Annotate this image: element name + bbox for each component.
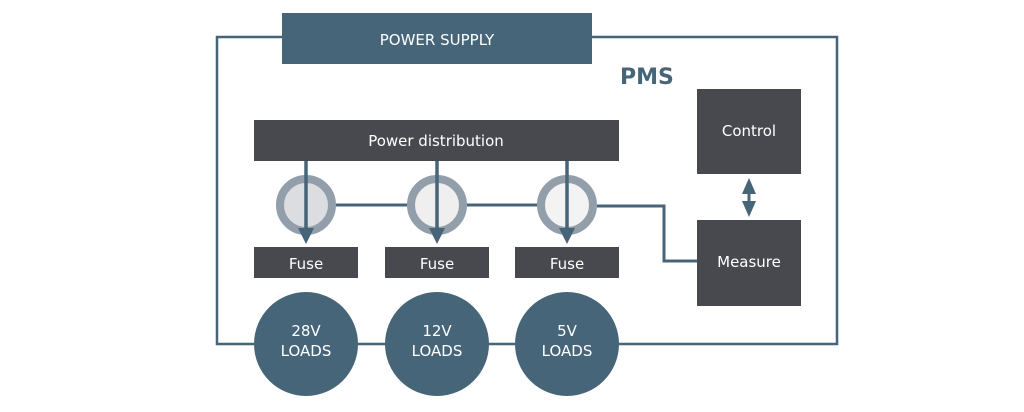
load-5v-voltage: 5V <box>557 322 578 340</box>
load-12v-voltage: 12V <box>422 322 452 340</box>
supply-bus-line <box>215 35 282 346</box>
power-supply-label: POWER SUPPLY <box>380 31 495 49</box>
fuse-1: Fuse <box>254 247 358 278</box>
fuse-3: Fuse <box>515 247 619 278</box>
power-distribution-label: Power distribution <box>368 132 504 150</box>
feed-arrow-2 <box>429 161 445 244</box>
load-5v-label: LOADS <box>542 342 593 360</box>
pms-title: PMS <box>620 65 674 90</box>
control-label: Control <box>722 122 776 140</box>
power-distribution-block: Power distribution <box>254 120 619 161</box>
measure-block: Measure <box>697 220 801 306</box>
bidirectional-arrow-icon <box>742 178 756 217</box>
load-12v-label: LOADS <box>412 342 463 360</box>
feed-arrow-1 <box>298 161 314 244</box>
fuse-2-label: Fuse <box>420 255 454 273</box>
load-28v-voltage: 28V <box>291 322 321 340</box>
sense-line-to-measure <box>597 204 697 263</box>
load-5v: 5V LOADS <box>515 292 619 396</box>
fuse-1-label: Fuse <box>289 255 323 273</box>
measure-label: Measure <box>717 253 781 271</box>
load-28v-label: LOADS <box>281 342 332 360</box>
load-28v: 28V LOADS <box>254 292 358 396</box>
power-supply-block: POWER SUPPLY <box>282 13 592 64</box>
supply-bus-line-right <box>592 35 839 346</box>
fuse-2: Fuse <box>385 247 489 278</box>
fuse-3-label: Fuse <box>550 255 584 273</box>
load-12v: 12V LOADS <box>385 292 489 396</box>
control-block: Control <box>697 89 801 174</box>
feed-arrow-3 <box>559 161 575 244</box>
